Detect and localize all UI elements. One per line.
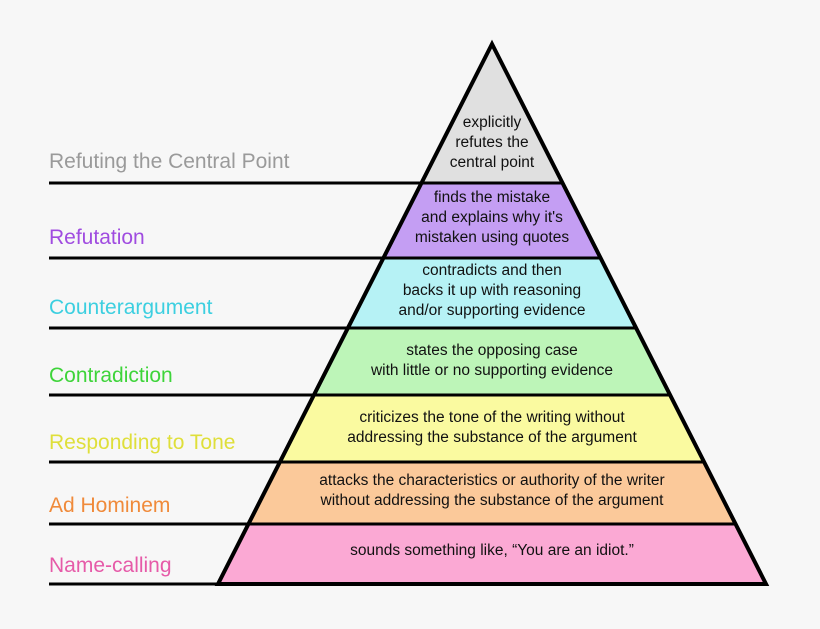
level-label-responding-to-tone: Responding to Tone <box>49 431 236 454</box>
level-desc-contradiction: states the opposing case with little or … <box>370 342 614 379</box>
pyramid-outline <box>214 39 770 586</box>
pyramid-level-contradiction <box>313 328 671 395</box>
pyramid-level-refutation <box>383 183 601 258</box>
pyramid-level-refuting-central-point <box>421 44 563 183</box>
level-label-refutation: Refutation <box>49 226 145 249</box>
level-label-counterargument: Counterargument <box>49 296 213 319</box>
level-desc-responding-to-tone: criticizes the tone of the writing witho… <box>347 409 637 446</box>
level-desc-counterargument: contradicts and then backs it up with re… <box>398 262 586 319</box>
level-desc-refutation: finds the mistake and explains why it's … <box>414 189 570 246</box>
level-label-name-calling: Name-calling <box>49 554 172 577</box>
pyramid-level-counterargument <box>347 258 637 328</box>
level-label-ad-hominem: Ad Hominem <box>49 494 171 517</box>
pyramid-level-responding-to-tone <box>279 395 705 462</box>
level-desc-refuting-central-point: explicitly refutes the central point <box>449 114 535 171</box>
pyramid-level-name-calling <box>218 524 766 584</box>
level-desc-name-calling: sounds something like, “You are an idiot… <box>350 542 634 559</box>
level-label-contradiction: Contradiction <box>49 364 173 387</box>
pyramid-level-ad-hominem <box>248 462 736 524</box>
level-desc-ad-hominem: attacks the characteristics or authority… <box>319 472 665 509</box>
level-label-refuting-central-point: Refuting the Central Point <box>49 150 290 173</box>
